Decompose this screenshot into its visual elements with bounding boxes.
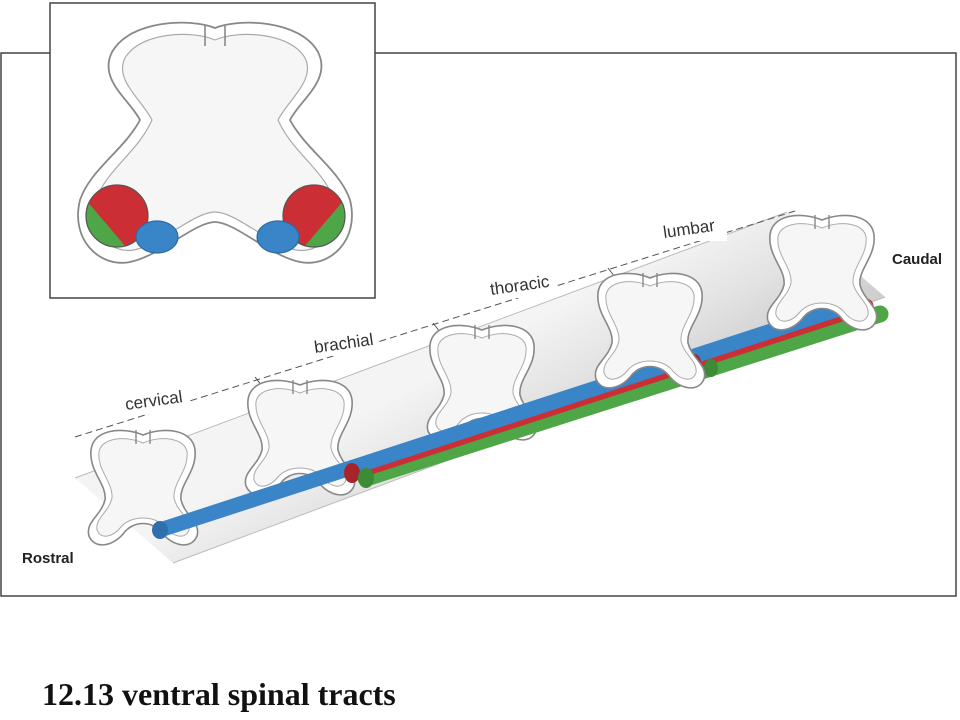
rostral-label: Rostral <box>22 550 74 567</box>
tract-blue <box>152 298 856 538</box>
region-guide-line <box>74 210 796 438</box>
figure-caption: 12.13 ventral spinal tracts <box>42 676 396 712</box>
tract-bundle <box>152 298 889 539</box>
tract-green <box>357 305 889 487</box>
inset-cross-section <box>77 21 353 264</box>
inset-right-blue-tract <box>256 220 300 254</box>
spinal-cord-diagram: cervical brachial thoracic lumbar Rostra… <box>0 2 957 597</box>
inset-left-blue-tract <box>135 220 179 254</box>
caudal-label: Caudal <box>892 251 942 268</box>
